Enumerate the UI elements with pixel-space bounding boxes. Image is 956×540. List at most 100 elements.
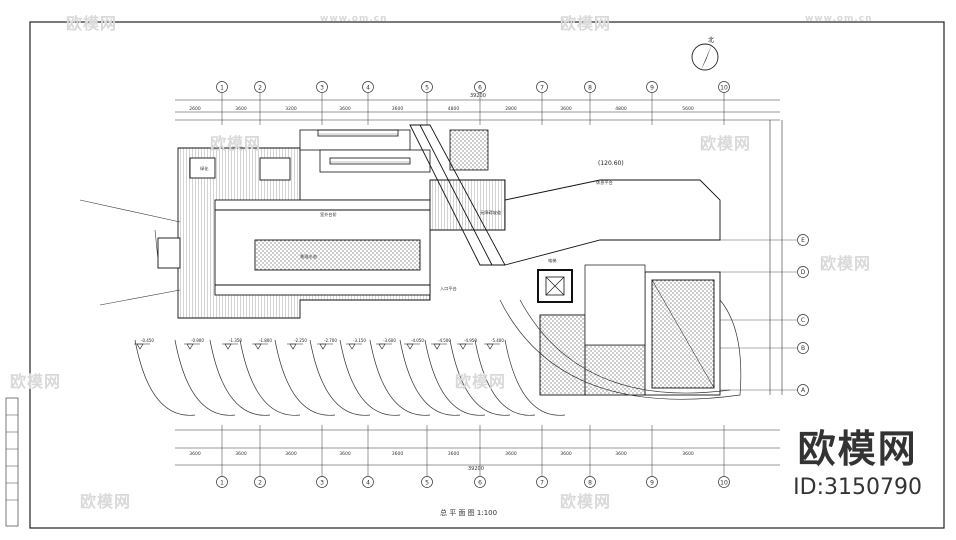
level-markers: -0.450-0.900-1.350-1.800-2.250-2.700-3.1… [134,338,504,350]
contour-arc [274,339,336,416]
diagonal-ramp [409,124,721,266]
contour-arc [474,339,536,416]
level-marker-icon [348,343,356,350]
level-value: -0.450 [141,338,154,343]
level-marker-icon [378,343,386,350]
grid-label-bottom: 5 [425,480,429,487]
level-value: -4.500 [438,338,451,343]
dimension-top: 3600 [235,106,247,112]
grid-label-top: 9 [650,85,654,92]
grid-bubble-bottom [536,476,548,488]
grid-label-bottom: 1 [220,480,224,487]
contour-arc [309,339,371,416]
level-value: -3.150 [353,338,366,343]
grid-label-right: E [801,237,805,244]
brand-name: 欧模网 [797,427,918,471]
grid-bubble-bottom [718,476,730,488]
dimension-top: 3600 [339,106,351,112]
grid-bubble-bottom [421,476,433,488]
grid-label-bottom: 6 [478,480,482,487]
level-value: -2.250 [294,338,307,343]
grid-label-right: D [801,269,806,276]
dimension-top: 4800 [448,106,460,112]
annotation-note: 休息平台 [596,179,613,186]
title-strip [5,397,19,527]
annotation-note: 无障碍坡道 [480,209,502,216]
right-dimension-chain [769,120,783,395]
annotation-note: 电梯 [548,257,556,264]
grid-bubble-top [584,81,596,93]
grid-bubble-bottom [646,476,658,488]
watermark-2: www.om.cn [320,14,388,24]
grid-label-right: C [801,317,805,324]
contour-arc [369,339,431,416]
grid-label-right: A [801,387,806,394]
dimension-bottom: 3600 [235,451,247,457]
contour-arc [239,339,301,416]
level-value: -3.600 [383,338,396,343]
contour-arc [519,299,731,394]
watermark-8: 欧模网 [10,372,62,391]
total-dimension-bottom: 39200 [468,466,484,472]
level-marker-icon [406,343,414,350]
grid-bubble-right [797,314,809,326]
annotation-note: 景观水池 [300,253,318,260]
dimension-bottom: 3600 [285,451,297,457]
watermark-10: 欧模网 [80,492,132,511]
watermark-6: 欧模网 [700,134,752,153]
level-marker-icon [254,343,262,350]
grid-bubble-right [797,384,809,396]
grid-label-top: 2 [258,85,262,92]
grid-label-bottom: 2 [258,480,262,487]
sheet-frame [29,21,945,529]
dimension-top: 3200 [285,106,297,112]
watermark-5: 欧模网 [210,134,262,153]
level-marker-icon [433,343,441,350]
watermark-4: www.om.cn [805,14,873,24]
grid-label-bottom: 9 [650,480,654,487]
grid-label-bottom: 3 [320,480,324,487]
grid-label-bottom: 4 [366,480,370,487]
dimension-top: 4800 [615,106,627,112]
annotation-note: 室外台阶 [320,211,338,218]
watermark-11: 欧模网 [560,492,612,511]
watermark-1: 欧模网 [66,14,118,33]
main-building-plan [157,147,506,319]
dimension-bottom: 3600 [505,451,517,457]
drawing-caption: 总 平 面 图 1:100 [440,509,498,517]
north-label: 北 [708,36,714,44]
dimension-top: 2600 [189,106,201,112]
elevation-label: (120.60) [598,160,624,167]
watermark-9: 欧模网 [455,372,507,391]
level-value: -2.700 [324,338,337,343]
watermark-7: 欧模网 [820,254,872,273]
contour-arc [424,339,486,416]
watermark-3: 欧模网 [560,14,612,33]
level-marker-icon [289,343,297,350]
grid-bubble-bottom [316,476,328,488]
dimension-bottom: 3600 [189,451,201,457]
grid-label-top: 1 [220,85,224,92]
grid-bubble-top [421,81,433,93]
grid-bubble-right [797,342,809,354]
grid-label-bottom: 7 [540,480,544,487]
grid-label-top: 3 [320,85,324,92]
contour-arc [209,339,271,416]
level-marker-icon [136,343,144,350]
level-marker-icon [186,343,194,350]
bottom-dimension-chain [175,429,780,466]
grid-bubble-top [216,81,228,93]
contour-arc [134,339,196,416]
dimension-bottom: 3600 [682,451,694,457]
level-value: -5.400 [491,338,504,343]
dimension-top: 2800 [505,106,517,112]
grid-bubble-right [797,266,809,278]
contour-arc [504,339,566,416]
top-dimension-chain [175,99,780,121]
level-marker-icon [486,343,494,350]
total-dimension-top: 39200 [470,93,486,99]
north-arrow-icon: 北 [691,36,719,71]
grid-label-right: B [801,345,805,352]
